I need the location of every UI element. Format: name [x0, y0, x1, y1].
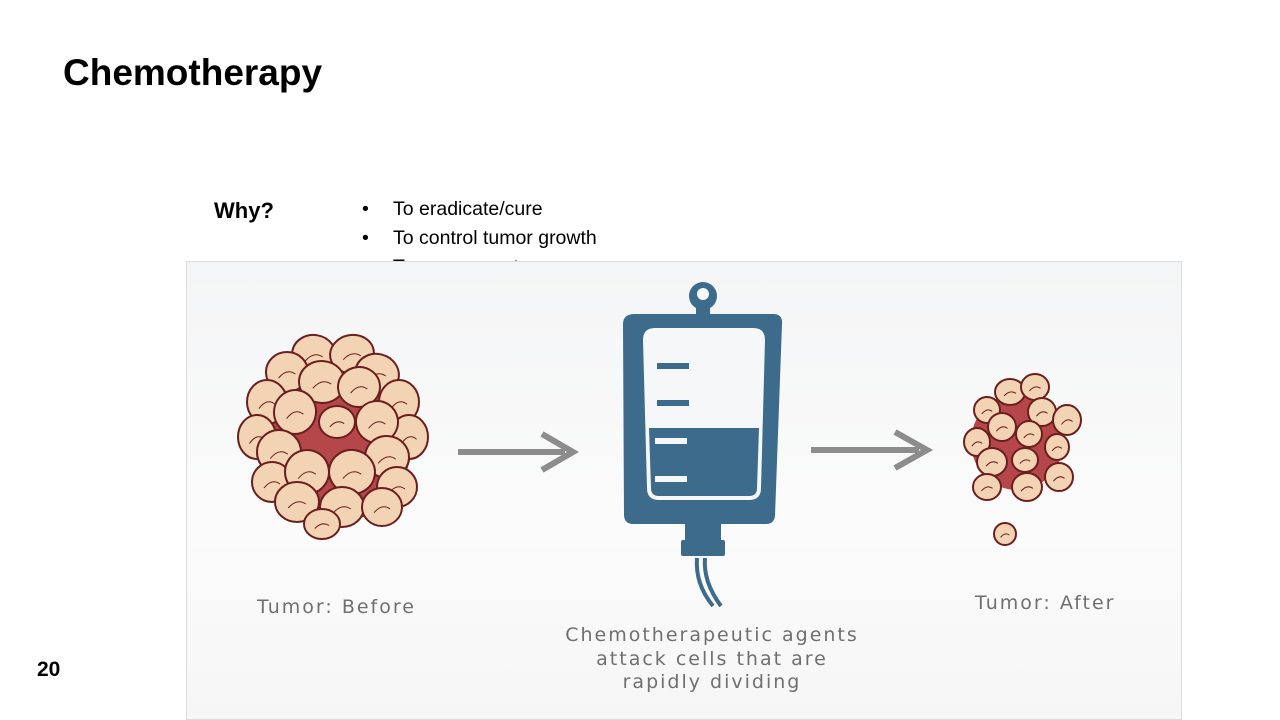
list-item: • To control tumor growth: [362, 226, 597, 255]
cell-vein: [373, 506, 391, 514]
cell-vein: [368, 421, 386, 429]
cell-vein: [1051, 446, 1063, 452]
arrow-right-icon: [458, 431, 579, 473]
list-item: • To eradicate/cure: [362, 197, 597, 226]
cell-vein: [342, 471, 362, 479]
cell-vein: [971, 441, 983, 447]
cell-vein: [1020, 486, 1034, 492]
cell-vein: [263, 481, 281, 489]
tumor-after-icon: [963, 373, 1082, 546]
why-label: Why?: [214, 198, 274, 223]
cell-vein: [1000, 533, 1010, 538]
cell-vein: [312, 381, 332, 389]
cell-vein: [1023, 433, 1035, 439]
cell-vein: [278, 371, 296, 379]
caption-tumor-after: Tumor: After: [975, 592, 1116, 614]
cell-vein: [981, 409, 993, 415]
cell-vein: [996, 426, 1008, 432]
reason-text: To eradicate/cure: [393, 198, 543, 220]
caption-line: rapidly dividing: [622, 671, 802, 693]
cell-vein: [377, 456, 397, 464]
caption-line: Chemotherapeutic agents: [565, 624, 859, 646]
arrow-right-icon: [811, 429, 934, 471]
cell-vein: [985, 461, 999, 467]
caption-line: attack cells that are: [596, 647, 828, 670]
cell-vein: [1019, 459, 1031, 464]
reason-text: To control tumor growth: [393, 227, 597, 249]
cell-vein: [1003, 391, 1017, 397]
cell-vein: [1029, 386, 1041, 392]
caption-chemo-agents: Chemotherapeutic agents attack cells tha…: [537, 624, 887, 695]
cell-vein: [304, 354, 324, 362]
cell-vein: [342, 353, 362, 361]
cell-vein: [287, 501, 307, 509]
cell-vein: [1036, 411, 1048, 417]
cell-vein: [981, 486, 993, 492]
illustration-panel: Tumor: Before Tumor: After Chemotherapeu…: [186, 261, 1182, 720]
caption-tumor-before: Tumor: Before: [257, 596, 416, 618]
cell-vein: [329, 421, 345, 428]
illustration-canvas: [237, 282, 1082, 608]
cell-vein: [332, 506, 352, 514]
cell-vein: [314, 523, 330, 529]
cell-vein: [269, 451, 289, 459]
bullet-icon: •: [362, 198, 369, 220]
cell-vein: [350, 386, 368, 394]
cell-vein: [297, 471, 317, 479]
iv-bag-icon: [623, 282, 783, 608]
tumor-before-icon: [237, 333, 429, 540]
cell-vein: [1060, 419, 1073, 425]
slide-title: Chemotherapy: [63, 52, 323, 93]
cell-vein: [1053, 476, 1065, 482]
cell-vein: [286, 411, 304, 419]
bullet-icon: •: [362, 227, 369, 249]
page-number: 20: [37, 658, 61, 681]
cell-vein: [258, 401, 276, 409]
